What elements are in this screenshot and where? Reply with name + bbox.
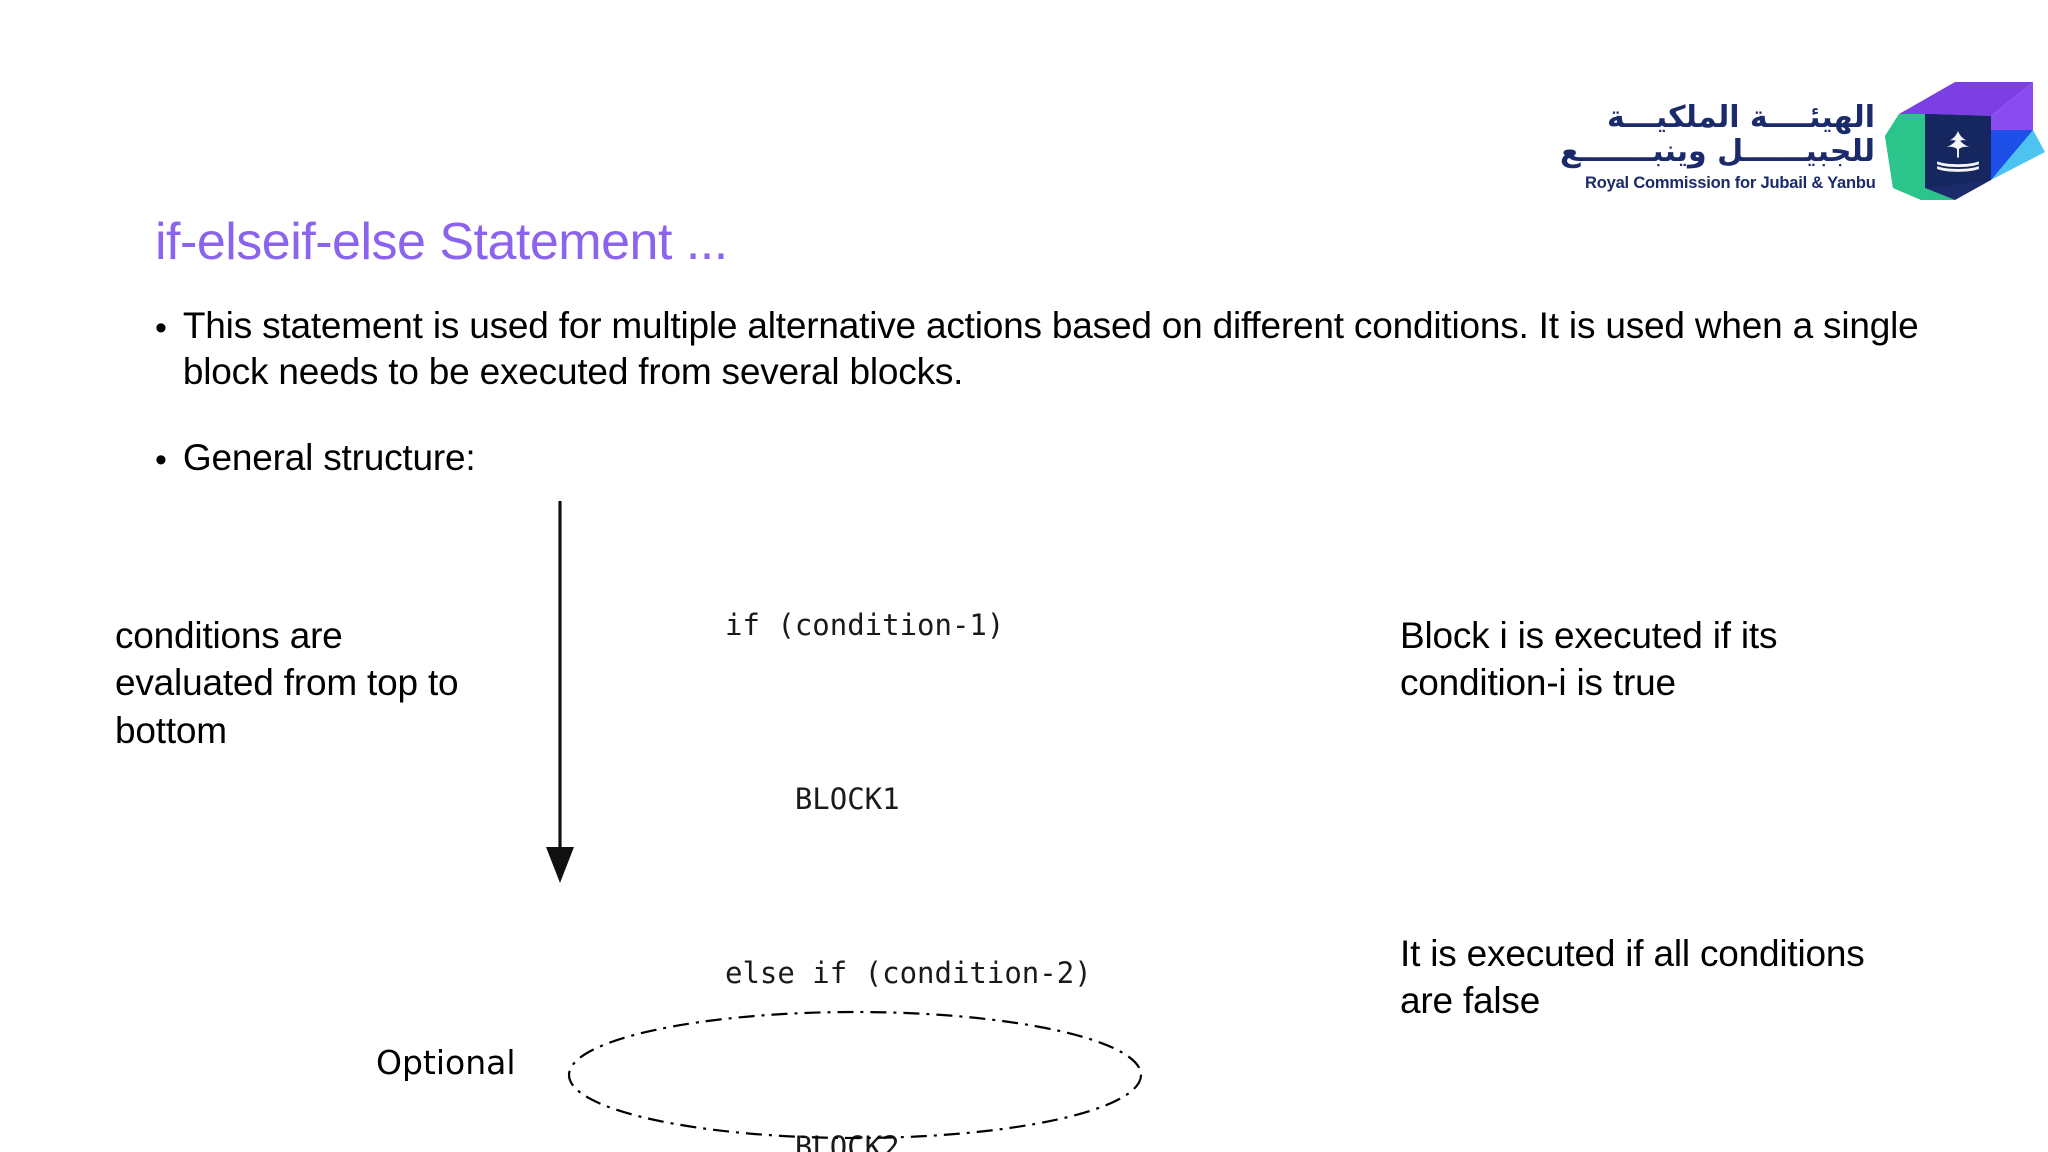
code-line: if (condition-1): [725, 608, 1005, 642]
code-snippet: if (condition-1) BLOCK1 else if (conditi…: [725, 480, 1092, 1152]
bullet-marker-icon: •: [155, 309, 167, 347]
bullet-item-2: • General structure:: [155, 435, 855, 481]
page-title: if-elseif-else Statement ...: [155, 213, 728, 271]
annotation-right-top: Block i is executed if its condition-i i…: [1400, 615, 1778, 704]
bullet-text-1: This statement is used for multiple alte…: [182, 305, 1919, 393]
logo-english-name: Royal Commission for Jubail & Yanbu: [1585, 174, 1876, 192]
down-arrow-icon: [546, 501, 574, 883]
logo-arabic-line-1: الهيئــــة الملكيـــة: [1606, 100, 1875, 135]
bullet-marker-icon: •: [155, 441, 167, 479]
organization-logo: الهيئــــة الملكيـــة للجبيــــــل وينبـ…: [1559, 82, 2045, 210]
code-line: BLOCK1: [725, 782, 900, 816]
code-line: else if (condition-2): [725, 956, 1092, 990]
bullet-text-2: General structure:: [182, 437, 476, 478]
bullet-item-1: • This statement is used for multiple al…: [155, 303, 1945, 396]
logo-emblem-icon: [1885, 82, 2045, 200]
optional-label: Optional: [376, 1043, 516, 1082]
logo-arabic-line-2: للجبيــــــل وينبـــــــع: [1559, 134, 1875, 169]
annotation-left: conditions are evaluated from top to bot…: [115, 615, 459, 751]
annotation-right-bottom: It is executed if all conditions are fal…: [1400, 933, 1865, 1022]
code-line: BLOCK2: [725, 1130, 900, 1152]
